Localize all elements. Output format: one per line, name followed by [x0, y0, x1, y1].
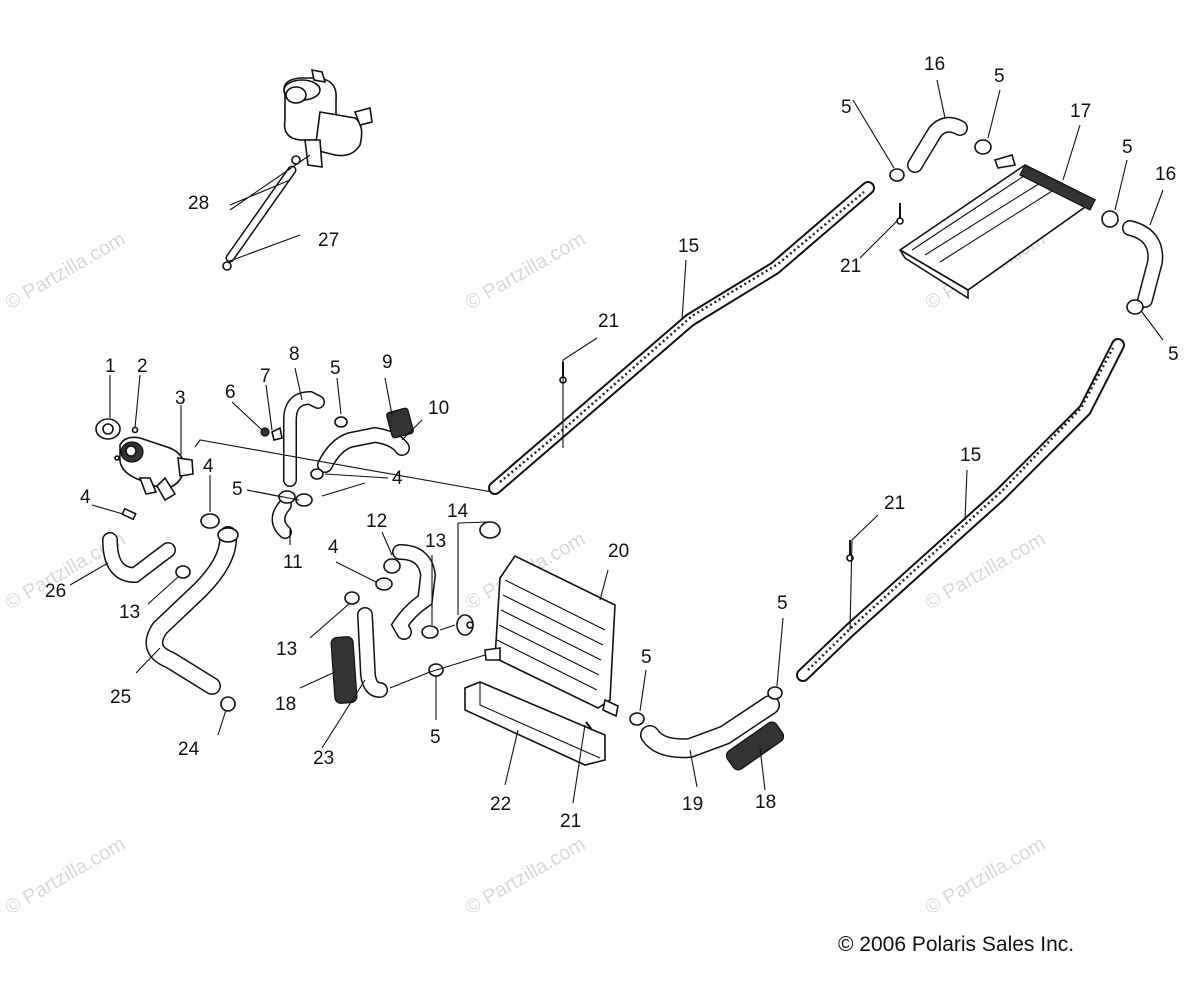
- hose-16-top: [907, 116, 968, 173]
- callout-11: 11: [283, 552, 303, 573]
- callout-16: 16: [1155, 164, 1176, 185]
- callout-14: 14: [447, 501, 469, 522]
- callout-1: 1: [105, 356, 116, 377]
- hose-10: [317, 426, 410, 473]
- callout-15: 15: [960, 445, 981, 466]
- callout-21: 21: [598, 311, 619, 332]
- callout-28: 28: [188, 193, 209, 214]
- hose-12: [383, 544, 437, 640]
- hose-8: [283, 390, 325, 487]
- callout-16: 16: [924, 54, 945, 75]
- callout-5: 5: [1168, 344, 1179, 365]
- hose-19: [640, 695, 780, 759]
- callout-5: 5: [841, 97, 852, 118]
- overflow-reservoir: [283, 68, 373, 168]
- watermark: © Partzilla.com: [462, 833, 590, 919]
- callout-4: 4: [328, 537, 339, 558]
- hose-26: [102, 532, 176, 584]
- callout-20: 20: [608, 541, 629, 562]
- callout-21: 21: [884, 493, 905, 514]
- callout-22: 22: [490, 794, 511, 815]
- callout-5: 5: [330, 358, 341, 379]
- heat-exchanger-20: [484, 554, 619, 718]
- watermark: © Partzilla.com: [2, 833, 130, 919]
- watermark: © Partzilla.com: [922, 833, 1050, 919]
- callout-8: 8: [289, 344, 300, 365]
- callout-5: 5: [641, 647, 652, 668]
- callout-12: 12: [366, 511, 387, 532]
- callout-23: 23: [313, 748, 334, 769]
- callout-9: 9: [382, 352, 393, 373]
- hose-11: [271, 498, 292, 539]
- callouts: 1 2 3 4 4 4 4 5 5 5 5 5 5 5 5 5 6 7 8 9 …: [45, 54, 1179, 832]
- callout-5: 5: [1122, 137, 1133, 158]
- callout-5: 5: [777, 593, 788, 614]
- callout-13: 13: [119, 602, 140, 623]
- hose-clamps-right: [629, 139, 1144, 726]
- radiator-17: [898, 154, 1097, 300]
- callout-4: 4: [80, 487, 91, 508]
- hose-25: [145, 526, 239, 695]
- callout-21: 21: [840, 256, 861, 277]
- callout-27: 27: [318, 230, 339, 251]
- callout-13: 13: [425, 531, 446, 552]
- callout-3: 3: [175, 388, 186, 409]
- callout-25: 25: [110, 687, 131, 708]
- callout-18: 18: [755, 792, 776, 813]
- brace-22: [464, 681, 606, 766]
- leader-lines: [69, 79, 1164, 804]
- coolant-rail-15-upper: [488, 181, 875, 495]
- callout-5: 5: [232, 479, 243, 500]
- callout-7: 7: [260, 366, 271, 387]
- callout-4: 4: [392, 468, 403, 489]
- hose-clamps-center: [344, 521, 501, 677]
- watermark: © Partzilla.com: [462, 228, 590, 314]
- callout-10: 10: [428, 398, 449, 419]
- callout-5: 5: [430, 727, 441, 748]
- callout-26: 26: [45, 581, 66, 602]
- callout-4: 4: [203, 456, 214, 477]
- thermostat-housing: [95, 418, 194, 502]
- overflow-hose: [222, 155, 301, 271]
- hose-16-right: [1122, 220, 1164, 308]
- callout-18: 18: [275, 694, 296, 715]
- sleeve-18-left: [330, 636, 358, 704]
- small-fittings: [260, 416, 348, 507]
- copyright-notice: © 2006 Polaris Sales Inc.: [838, 933, 1075, 956]
- callout-21: 21: [560, 811, 581, 832]
- callout-5: 5: [994, 66, 1005, 87]
- callout-19: 19: [682, 794, 703, 815]
- callout-17: 17: [1070, 101, 1091, 122]
- callout-6: 6: [225, 382, 236, 403]
- hose-23: [357, 607, 388, 698]
- callout-15: 15: [678, 236, 699, 257]
- callout-24: 24: [178, 739, 200, 760]
- callout-13: 13: [276, 639, 297, 660]
- watermark: © Partzilla.com: [2, 228, 130, 314]
- coolant-rail-15-lower: [796, 338, 1125, 682]
- hose-clamps-left: [121, 507, 236, 712]
- sleeve-9: [386, 407, 414, 439]
- callout-2: 2: [137, 356, 148, 377]
